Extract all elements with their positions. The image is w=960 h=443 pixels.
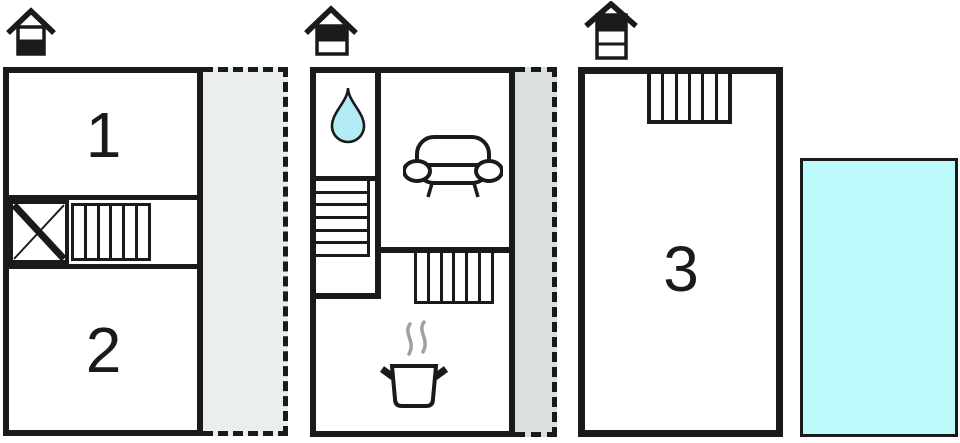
cross-void-marker [9, 200, 69, 264]
house-top-level-icon [583, 1, 639, 61]
terrace-middle [515, 67, 557, 437]
house-upper-level-icon [302, 5, 360, 57]
staircase [414, 253, 494, 304]
terrace-left [203, 67, 288, 436]
room-3-label: 3 [663, 233, 699, 305]
wall [316, 293, 381, 299]
staircase [647, 74, 732, 124]
room-1-label: 1 [85, 99, 122, 171]
wall [375, 73, 381, 299]
swimming-pool [800, 158, 958, 437]
water-drop-icon [329, 85, 367, 145]
plan-lower-floor: 1 2 [3, 67, 203, 436]
wall [316, 176, 381, 181]
cooking-pot-icon [379, 318, 449, 410]
plan-main-floor [310, 67, 515, 437]
staircase [316, 181, 370, 257]
staircase [71, 203, 151, 261]
sofa-icon [403, 134, 503, 200]
wall [9, 195, 197, 200]
wall [9, 264, 197, 269]
wall [381, 247, 509, 253]
house-lower-level-icon [5, 7, 57, 57]
room-2-label: 2 [85, 313, 122, 386]
plan-top-floor: 3 [578, 67, 783, 437]
